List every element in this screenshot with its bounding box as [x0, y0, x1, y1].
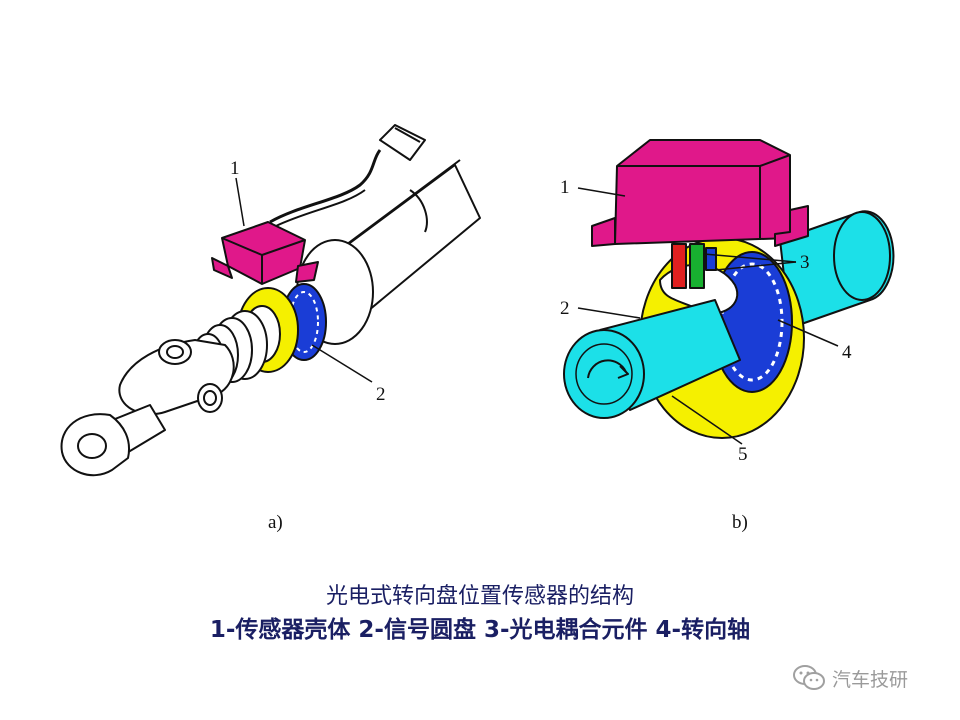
panel-b-callout-4: 4 [842, 342, 852, 363]
panel-b-label: b) [732, 512, 748, 533]
sensor-cable [269, 149, 382, 224]
caption-title: 光电式转向盘位置传感器的结构 [325, 584, 634, 609]
panel-a-label: a) [268, 512, 283, 533]
panel-a-callout-2: 2 [376, 384, 386, 405]
panel-a-illustration [60, 124, 481, 477]
wechat-icon [793, 665, 825, 690]
cable-connector [379, 124, 426, 161]
panel-b-illustration [563, 139, 895, 445]
panel-b-callout-1: 1 [560, 177, 570, 198]
watermark: 汽车技研 [792, 664, 908, 692]
sensor-housing-b [614, 139, 791, 245]
panel-b-callout-3: 3 [800, 252, 810, 273]
sensor-housing-a [221, 221, 306, 285]
optical-coupler-red [671, 243, 687, 289]
optical-coupler-green [689, 243, 705, 289]
panel-a-callout-1: 1 [230, 158, 240, 179]
rotation-arrow [587, 359, 627, 379]
caption-legend: 1-传感器壳体 2-信号圆盘 3-光电耦合元件 4-转向轴 [209, 617, 751, 643]
watermark-text: 汽车技研 [832, 668, 909, 691]
panel-b-callout-5: 5 [738, 444, 748, 465]
panel-b-callout-2: 2 [560, 298, 570, 319]
